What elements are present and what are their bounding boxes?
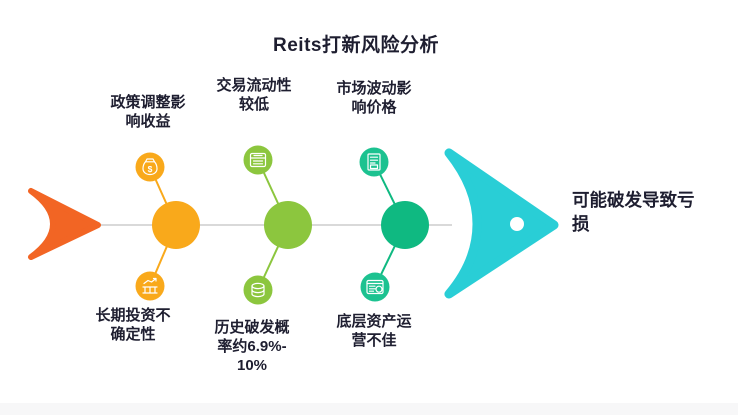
footer-strip: [0, 403, 738, 415]
cause-node-green: [264, 201, 312, 249]
ledger-icon: [366, 279, 384, 295]
cause-label-longterm: 长期投资不 确定性: [95, 307, 171, 343]
money-bag-icon: $: [142, 158, 158, 176]
fish-head-arrow: [444, 148, 559, 299]
cause-node-emerald: [381, 201, 429, 249]
dollar-glyph: $: [148, 164, 153, 174]
tail-arrow: [28, 188, 101, 260]
icon-circle-operation: [360, 272, 390, 302]
icon-circle-policy: [135, 152, 165, 182]
bank-growth-icon: [142, 277, 158, 294]
cause-label-history: 历史破发概 率约6.9%- 10%: [214, 319, 290, 374]
icon-circle-longterm: [135, 271, 165, 301]
cause-label-liquidity: 交易流动性 较低: [216, 77, 292, 113]
report-icon: [367, 153, 381, 171]
cause-label-policy: 政策调整影 响收益: [110, 94, 186, 130]
cash-register-icon: [249, 152, 267, 168]
fish-eye: [510, 217, 524, 231]
coins-icon: [251, 282, 265, 298]
icon-circle-liquidity: [243, 145, 273, 175]
cause-label-operation: 底层资产运 营不佳: [336, 313, 412, 349]
cause-label-volatility: 市场波动影 响价格: [336, 80, 412, 116]
icon-circle-volatility: [359, 147, 389, 177]
icon-circle-history: [243, 275, 273, 305]
diagram-title: Reits打新风险分析: [273, 35, 439, 56]
cause-node-orange: [152, 201, 200, 249]
conclusion-label: 可能破发导致亏 损: [572, 190, 695, 234]
